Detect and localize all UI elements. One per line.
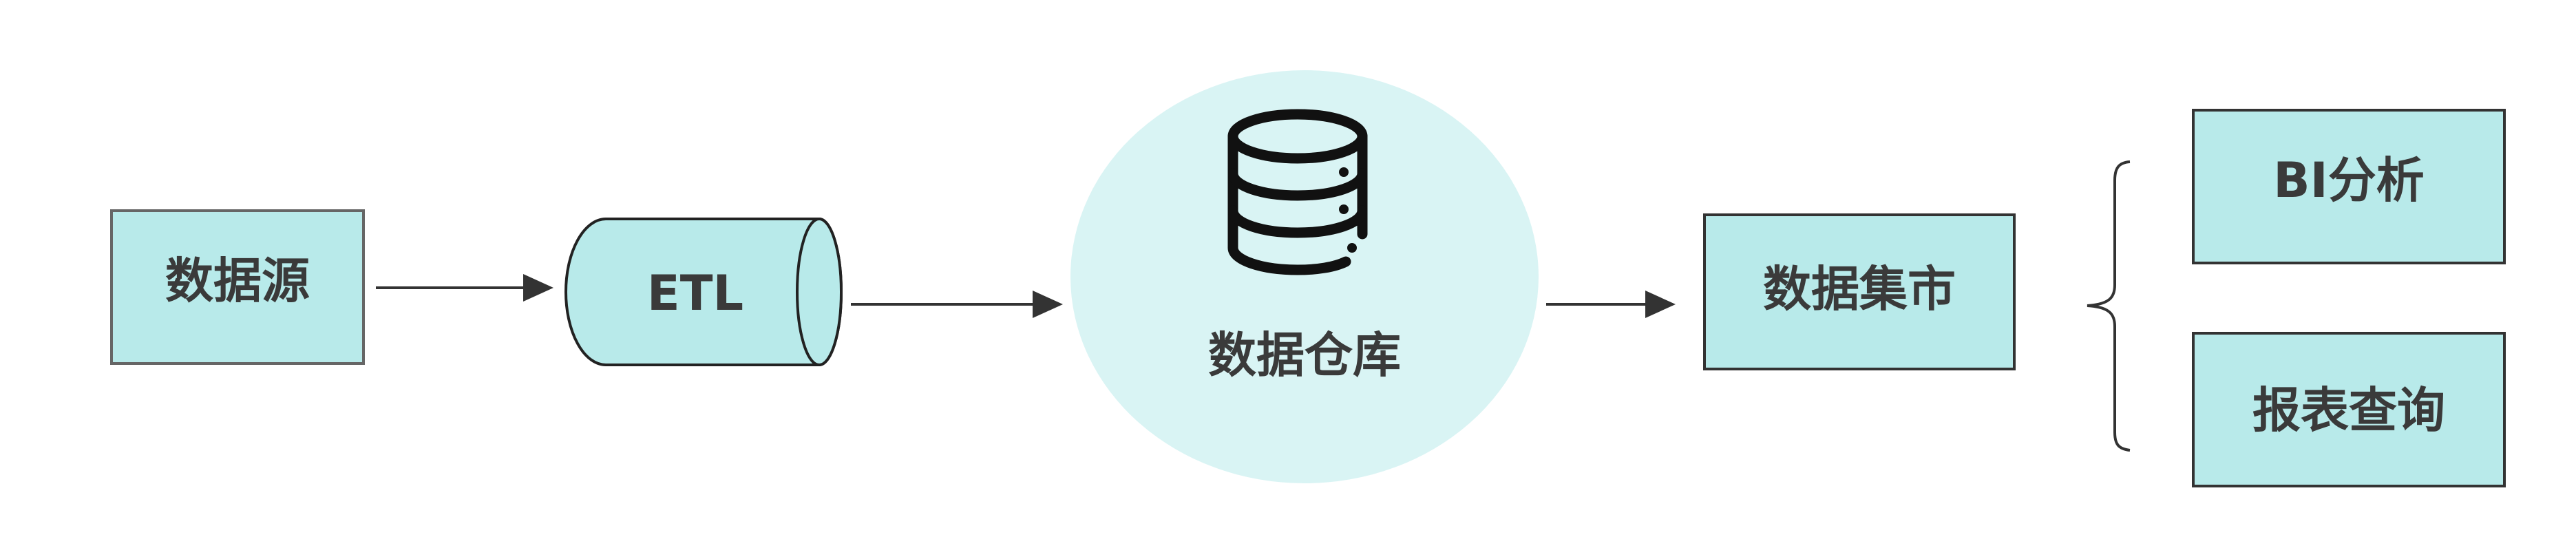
report-node[interactable]: 报表查询	[2192, 332, 2506, 487]
etl-label: ETL	[647, 265, 743, 322]
database-icon	[1227, 109, 1368, 275]
etl-node[interactable]: ETL	[564, 218, 843, 366]
bi-box	[2192, 109, 2506, 264]
bi-label: BI分析	[2273, 152, 2424, 209]
mart-node[interactable]: 数据集市	[1703, 213, 2016, 370]
etl-cylinder-end	[796, 218, 843, 366]
warehouse-node[interactable]: 数据仓库	[1070, 70, 1539, 483]
source-node[interactable]: 数据源	[110, 209, 365, 365]
curly-brace	[2087, 160, 2131, 452]
warehouse-circle	[1070, 70, 1539, 483]
mart-label: 数据集市	[1763, 261, 1956, 317]
report-label: 报表查询	[2252, 382, 2445, 439]
source-box	[110, 209, 365, 365]
bi-node[interactable]: BI分析	[2192, 109, 2506, 264]
report-box	[2192, 332, 2506, 487]
source-label: 数据源	[165, 253, 310, 309]
warehouse-label: 数据仓库	[1208, 327, 1401, 383]
mart-box	[1703, 213, 2016, 370]
